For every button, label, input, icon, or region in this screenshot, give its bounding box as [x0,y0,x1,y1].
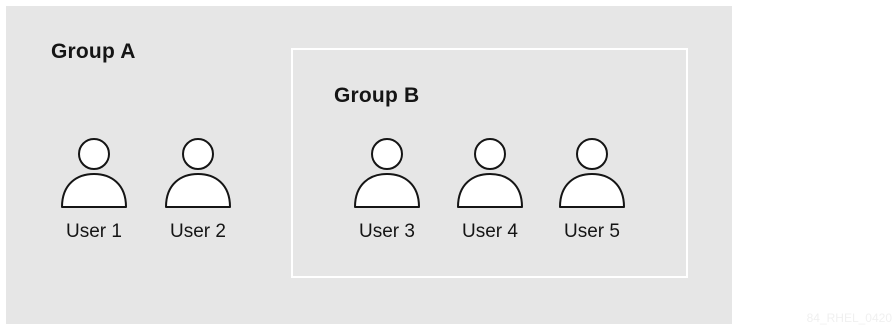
group-a-box [6,6,732,324]
user-label: User 4 [462,221,518,242]
user-3: User 3 [347,137,427,247]
user-5: User 5 [552,137,632,247]
user-label: User 2 [170,221,226,242]
group-b-title: Group B [334,84,420,107]
user-label: User 5 [564,221,620,242]
user-label: User 3 [359,221,415,242]
user-icon [457,138,523,208]
group-a-title: Group A [51,40,136,63]
user-label: User 1 [66,221,122,242]
user-1: User 1 [54,137,134,247]
user-icon [165,138,231,208]
group-b-box [291,48,688,278]
user-4: User 4 [450,137,530,247]
user-icon [354,138,420,208]
watermark-label: 84_RHEL_0420 [806,311,892,325]
user-icon [61,138,127,208]
user-2: User 2 [158,137,238,247]
user-icon [559,138,625,208]
